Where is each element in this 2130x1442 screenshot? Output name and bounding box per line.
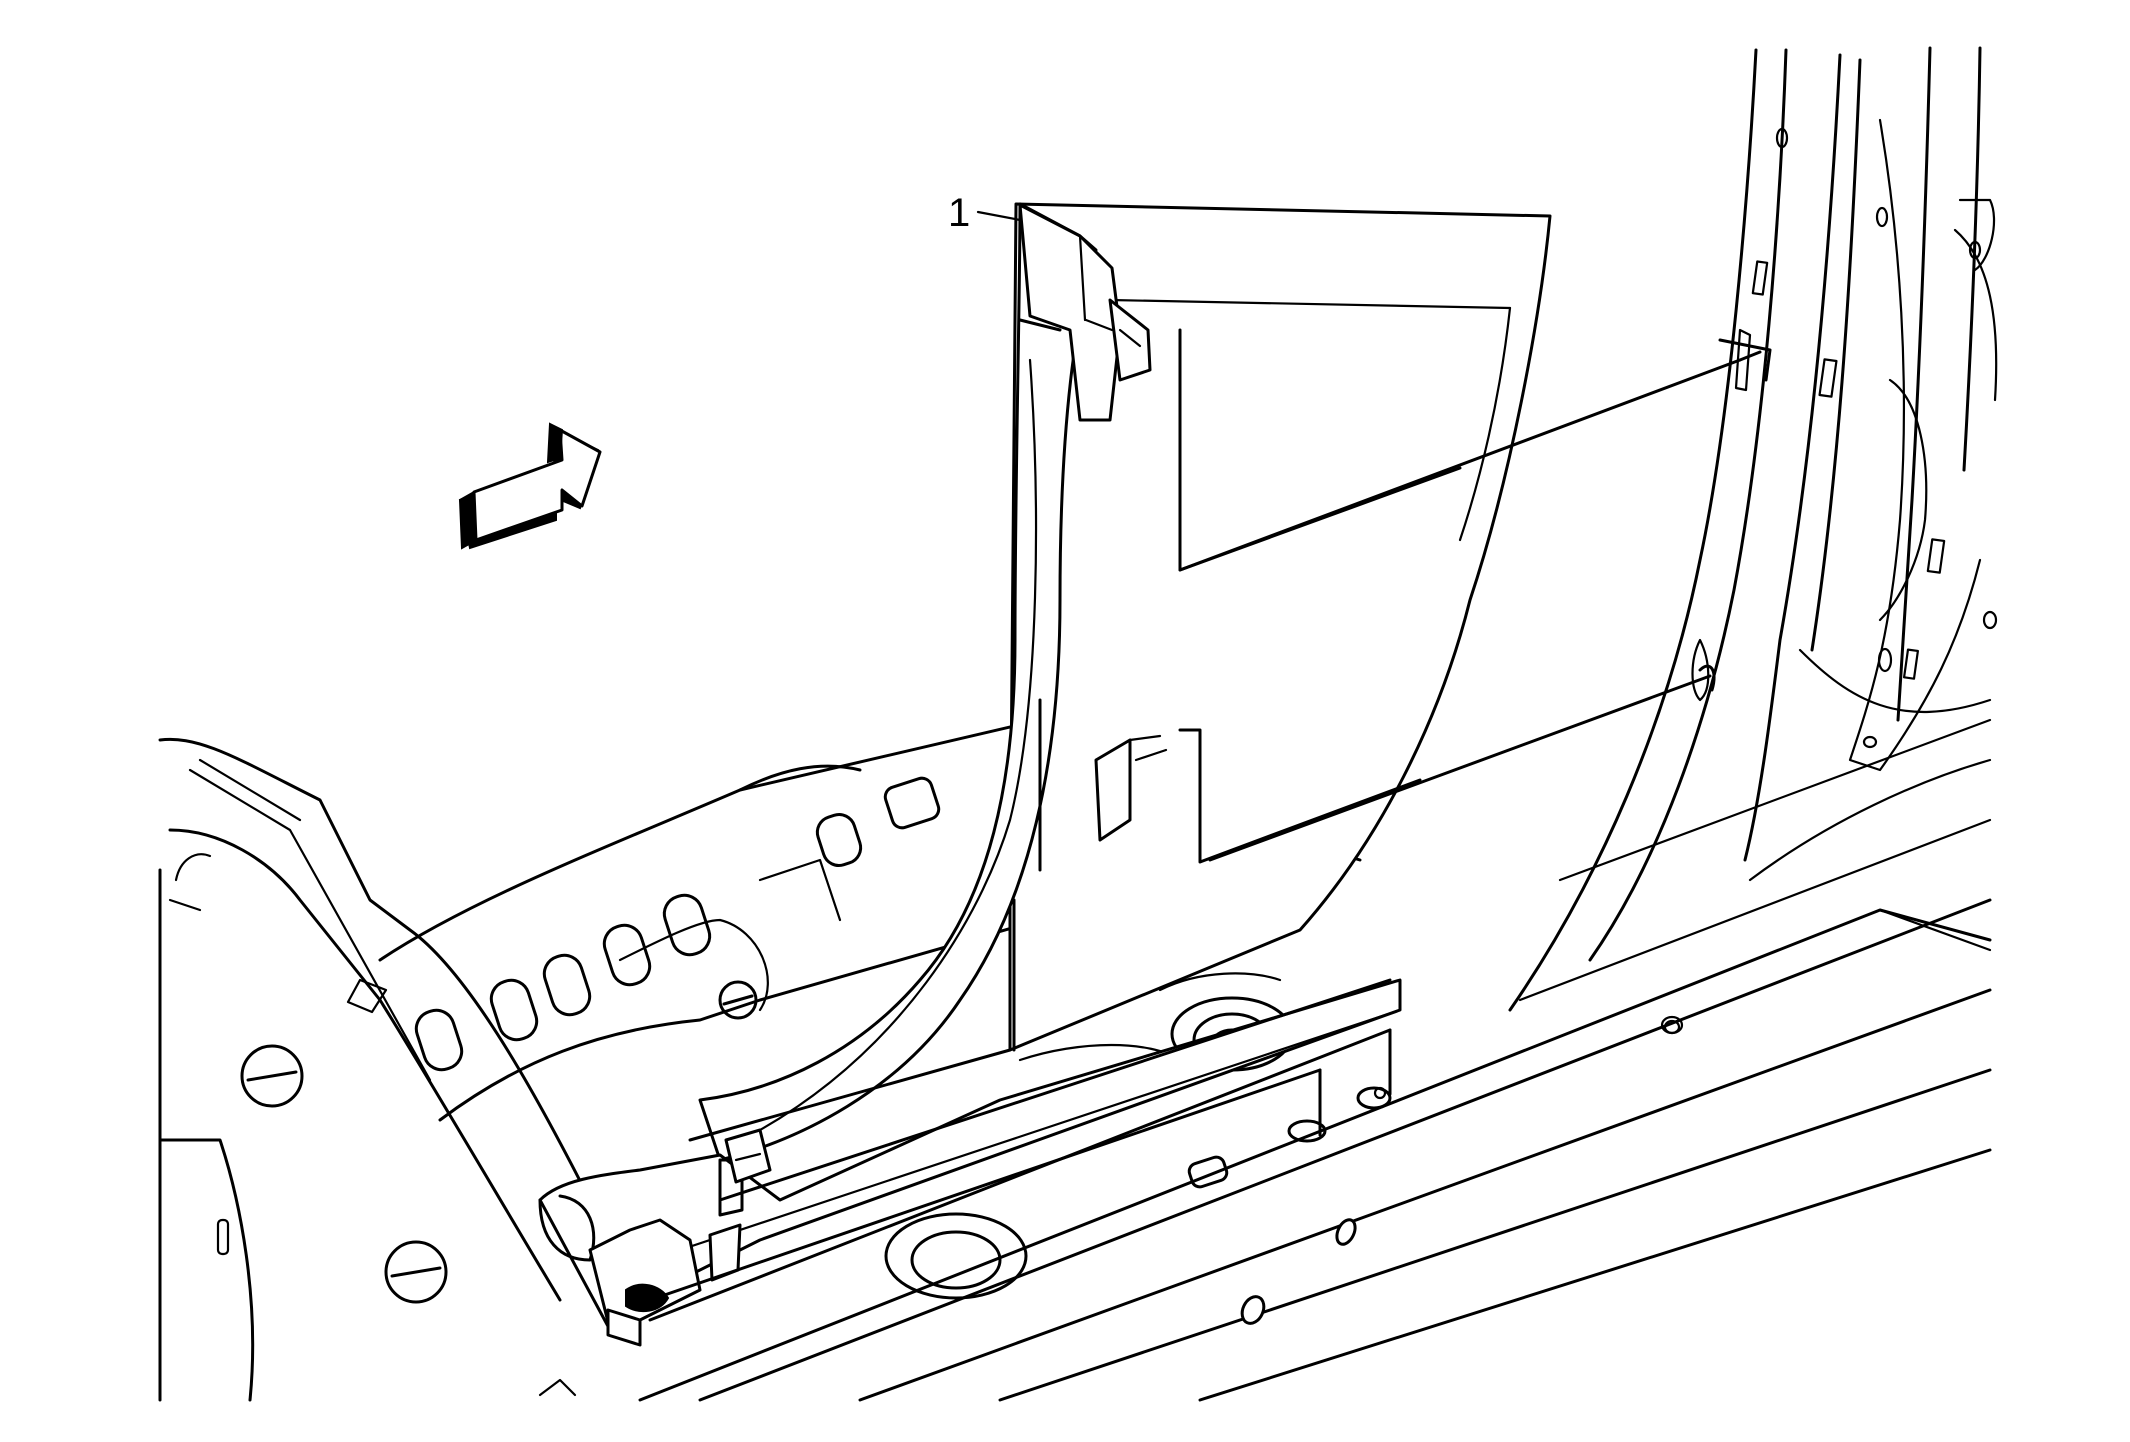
front-direction-arrow-icon: [458, 422, 602, 550]
callout-1-label: 1: [948, 191, 970, 235]
center-pillar-trim-panel: [538, 202, 1552, 1347]
callout-1: 1: [948, 191, 1022, 235]
rocker-panel: [638, 718, 1992, 1402]
floor-pan: [158, 698, 1362, 1402]
sill-mount-holes: [1187, 1086, 1392, 1189]
door-frame-structure: [1508, 46, 1998, 1012]
installation-guide-lines: [648, 338, 1772, 1322]
